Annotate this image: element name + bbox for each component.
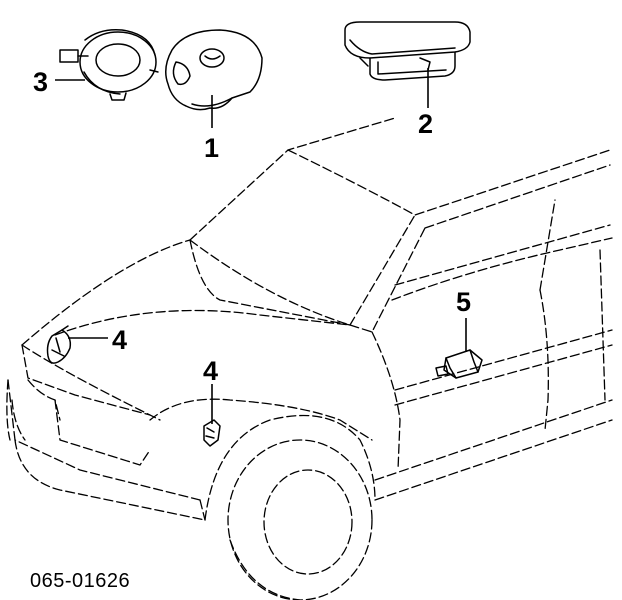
body-side-line-2	[394, 344, 613, 406]
callout-4-center: 4	[203, 356, 218, 386]
airbag-sensor-assembly-part	[435, 349, 483, 379]
hood-leading-edge	[21, 344, 161, 421]
windshield	[189, 214, 416, 326]
bumper-lower	[6, 379, 11, 441]
tire-tread	[229, 539, 301, 600]
belt-line	[394, 224, 611, 286]
front-fender	[149, 398, 373, 441]
door-top	[391, 237, 613, 301]
fog-lamp	[11, 399, 26, 441]
callout-4-left: 4	[112, 325, 127, 355]
figure-code: 065-01626	[30, 570, 130, 592]
body-side-line	[394, 329, 613, 391]
callout-1: 1	[204, 133, 219, 163]
roof-line	[189, 117, 396, 241]
callout-3: 3	[33, 67, 48, 97]
front-sensor-left-part	[46, 325, 72, 364]
grille	[54, 399, 151, 466]
fender-arch	[204, 414, 376, 521]
headlamp-area	[21, 344, 151, 416]
spiral-cable-part	[59, 28, 159, 101]
door-rear-edge	[539, 289, 549, 431]
bumper-top	[7, 379, 201, 501]
roof-rear-line	[287, 149, 611, 216]
side-window	[424, 164, 611, 229]
steering-wheel-pad-part	[165, 29, 263, 111]
b-pillar	[539, 199, 556, 291]
a-pillar	[349, 227, 426, 333]
hood-front	[21, 239, 191, 346]
bumper-bottom	[14, 439, 206, 521]
hood-side	[189, 239, 351, 326]
door-bottom	[374, 399, 613, 481]
front-tire	[227, 439, 373, 600]
door-front-edge	[371, 331, 401, 471]
front-sensor-center-part	[203, 419, 221, 447]
vehicle-outline	[6, 117, 613, 600]
rear-door-edge	[599, 249, 606, 401]
fender-lower	[199, 499, 206, 521]
hood-crease	[54, 309, 351, 336]
rocker-panel	[374, 419, 613, 501]
passenger-airbag-part	[344, 21, 471, 81]
front-wheel-rim	[263, 469, 353, 575]
callout-2: 2	[418, 109, 433, 139]
callout-5: 5	[456, 287, 471, 317]
